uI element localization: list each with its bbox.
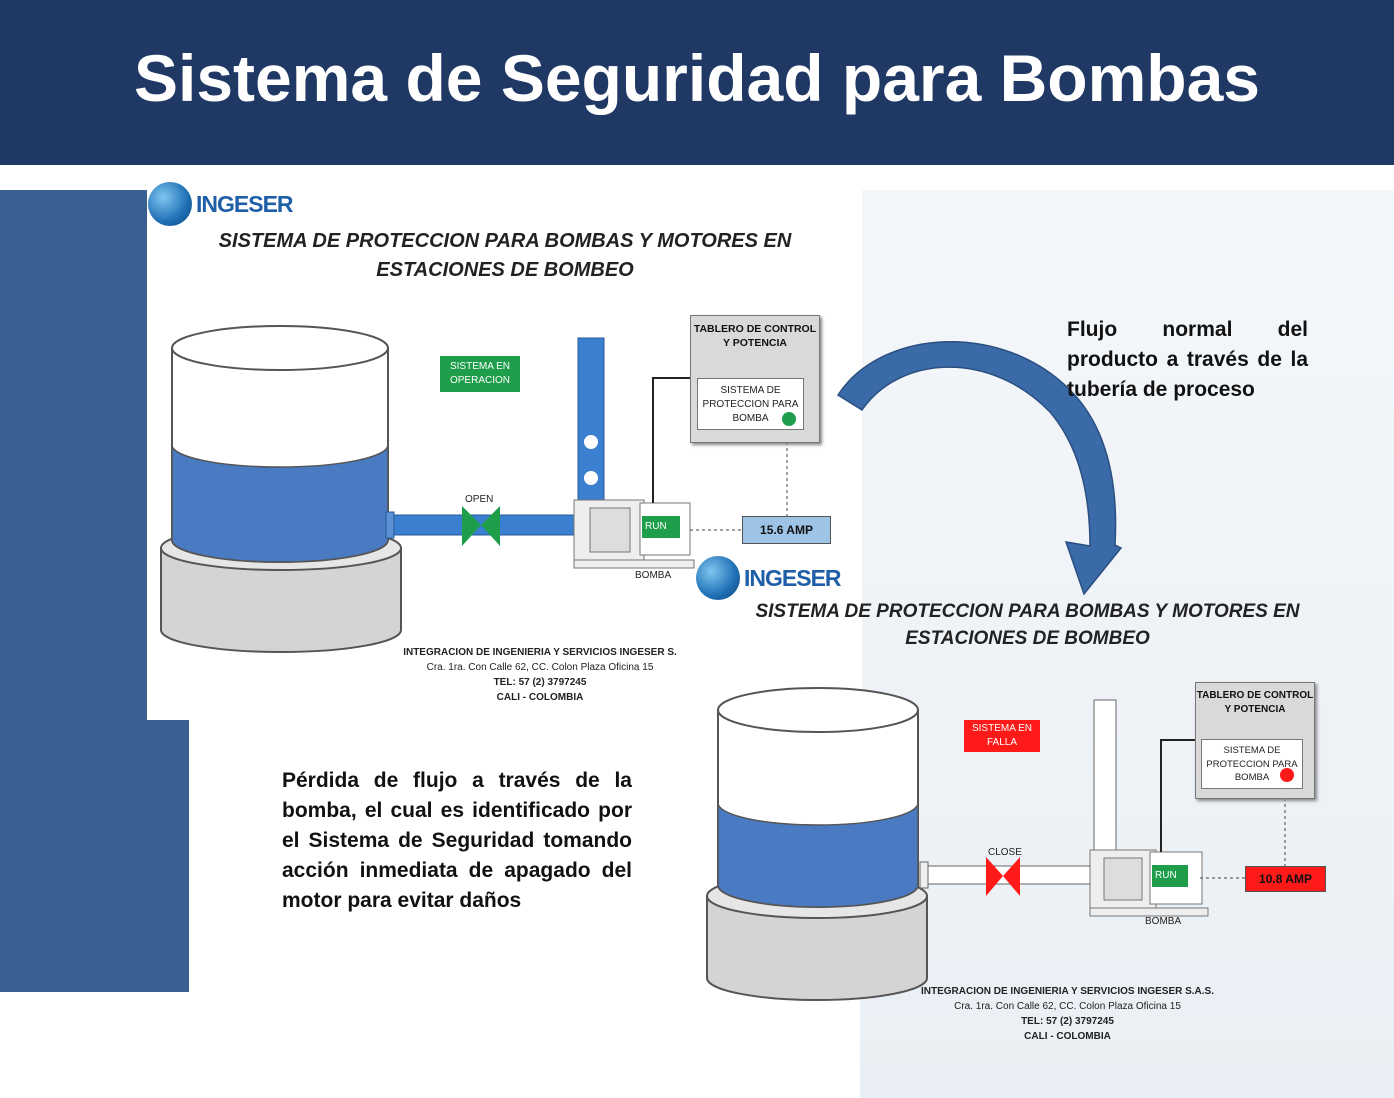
- run-indicator: RUN: [642, 516, 680, 538]
- panel-title-line: Y POTENCIA: [723, 337, 787, 349]
- footer-company: INTEGRACION DE INGENIERIA Y SERVICIOS IN…: [403, 647, 677, 658]
- top-tank: [160, 325, 402, 653]
- footer-city: CALI - COLOMBIA: [496, 692, 584, 703]
- panel-title-line: Y POTENCIA: [1224, 704, 1286, 715]
- slide-title: Sistema de Seguridad para Bombas: [133, 41, 1261, 115]
- status-text: SISTEMA EN: [971, 723, 1032, 734]
- top-diagram-title: SISTEMA DE PROTECCION PARA BOMBAS Y MOTO…: [190, 227, 820, 285]
- control-panel-title: TABLERO DE CONTROL Y POTENCIA: [691, 322, 819, 350]
- footer-tel: TEL: 57 (2) 3797245: [493, 677, 587, 688]
- title-line: ESTACIONES DE BOMBEO: [376, 259, 634, 281]
- module-line: BOMBA: [1234, 772, 1270, 783]
- top-diagram-footer: INTEGRACION DE INGENIERIA Y SERVICIOS IN…: [390, 645, 690, 705]
- globe-icon: [696, 556, 740, 600]
- status-text: SISTEMA EN: [449, 361, 510, 372]
- title-line: SISTEMA DE PROTECCION PARA BOMBAS Y MOTO…: [218, 230, 792, 252]
- logo-text: INGESER: [744, 564, 842, 591]
- status-badge-failure: SISTEMA EN FALLA: [964, 720, 1040, 752]
- title-line: SISTEMA DE PROTECCION PARA BOMBAS Y MOTO…: [755, 601, 1300, 622]
- bottom-tank: [706, 687, 928, 1001]
- pump-label: BOMBA: [1145, 916, 1182, 927]
- globe-icon: [148, 182, 192, 226]
- title-bar: [0, 0, 1394, 165]
- control-panel-title: TABLERO DE CONTROL Y POTENCIA: [1196, 689, 1314, 717]
- status-text: FALLA: [986, 737, 1018, 748]
- module-line: SISTEMA DE: [1223, 745, 1281, 756]
- module-line: SISTEMA DE: [720, 385, 781, 396]
- status-badge-operation: SISTEMA EN OPERACION: [440, 356, 520, 392]
- bottom-pump-icon: [1089, 849, 1209, 917]
- valve-label: OPEN: [465, 494, 494, 505]
- title-line: ESTACIONES DE BOMBEO: [905, 628, 1150, 649]
- bottom-diagram-title: SISTEMA DE PROTECCION PARA BOMBAS Y MOTO…: [735, 598, 1320, 652]
- panel-title-line: TABLERO DE CONTROL: [693, 323, 817, 335]
- footer-tel: TEL: 57 (2) 3797245: [1021, 1016, 1114, 1027]
- top-valve-icon: [462, 506, 500, 546]
- valve-label: CLOSE: [988, 847, 1022, 858]
- footer-city: CALI - COLOMBIA: [1024, 1031, 1111, 1042]
- panel-title-line: TABLERO DE CONTROL: [1196, 690, 1314, 701]
- bottom-diagram-footer: INTEGRACION DE INGENIERIA Y SERVICIOS IN…: [915, 984, 1220, 1044]
- top-ingeser-logo: INGESER: [148, 182, 294, 226]
- run-indicator: RUN: [1152, 865, 1188, 887]
- footer-address: Cra. 1ra. Con Calle 62, CC. Colon Plaza …: [954, 1001, 1181, 1012]
- status-text: OPERACION: [449, 375, 510, 386]
- logo-text: INGESER: [196, 190, 294, 217]
- normal-flow-description: Flujo normal del producto a través de la…: [1067, 318, 1308, 401]
- module-line: PROTECCION PARA: [1206, 758, 1298, 770]
- amp-readout: 10.8 AMP: [1245, 866, 1326, 892]
- status-led-red: [1280, 768, 1294, 782]
- module-line: PROTECCION PARA: [702, 399, 799, 410]
- bottom-valve-icon: [986, 857, 1020, 896]
- amp-readout: 15.6 AMP: [742, 516, 831, 544]
- bottom-ingeser-logo: INGESER: [696, 556, 842, 600]
- pump-label: BOMBA: [635, 570, 672, 581]
- bottom-discharge-pipe: [1093, 699, 1117, 856]
- footer-address: Cra. 1ra. Con Calle 62, CC. Colon Plaza …: [426, 662, 654, 673]
- flow-transition-arrow: [836, 341, 1123, 596]
- module-line: BOMBA: [732, 413, 769, 424]
- status-led-green: [782, 412, 796, 426]
- loss-flow-description: Pérdida de flujo a través de la bomba, e…: [282, 769, 632, 912]
- footer-company: INTEGRACION DE INGENIERIA Y SERVICIOS IN…: [920, 986, 1215, 997]
